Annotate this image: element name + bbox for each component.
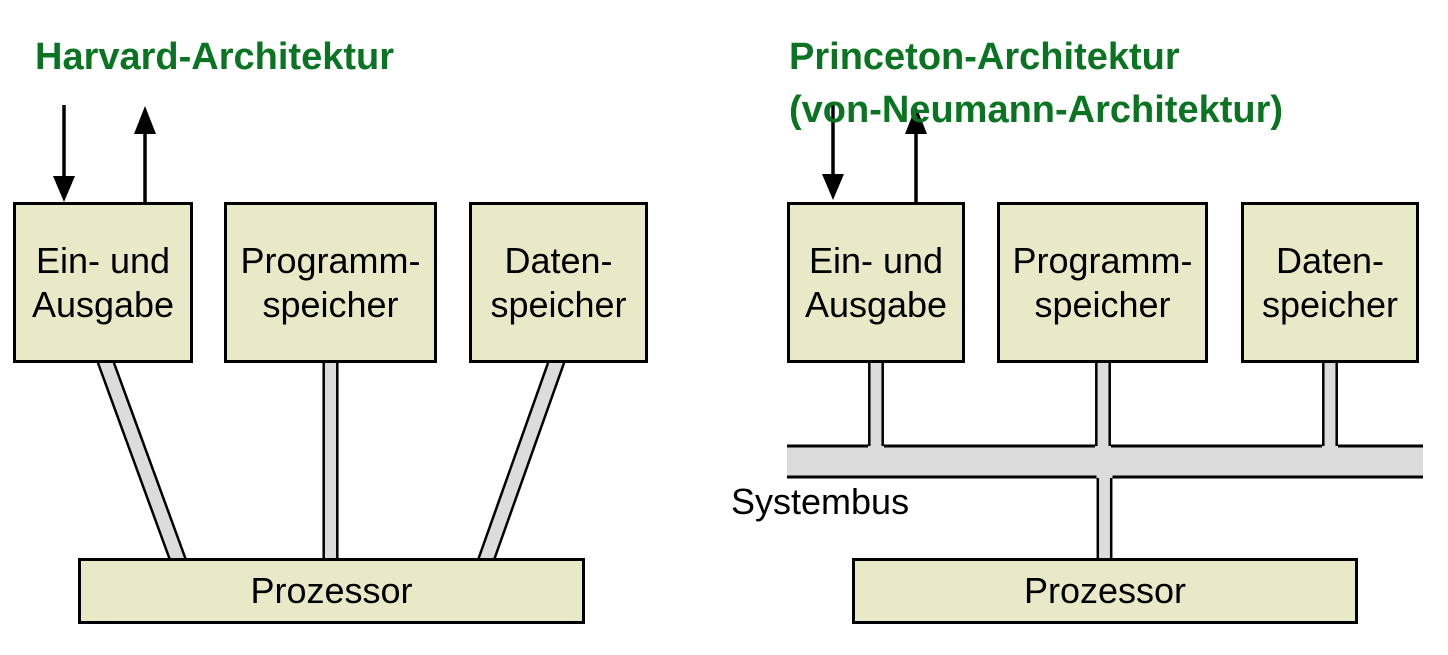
princeton-data-bus-connector (1322, 363, 1338, 452)
harvard-title: Harvard-Architektur (35, 36, 394, 79)
harvard-processor-box: Prozessor (78, 558, 585, 624)
princeton-io-box: Ein- und Ausgabe (787, 202, 965, 363)
harvard-data-processor-connector (476, 362, 566, 561)
princeton-processor-box: Prozessor (852, 558, 1358, 624)
harvard-io-processor-connector (96, 362, 188, 561)
harvard-program-memory-box: Programm- speicher (224, 202, 437, 363)
harvard-io-box: Ein- und Ausgabe (13, 202, 193, 363)
harvard-program-processor-connector (322, 363, 339, 560)
input-arrow-icon (53, 105, 75, 202)
harvard-data-memory-box: Daten- speicher (469, 202, 648, 363)
input-arrow-icon (822, 105, 844, 200)
princeton-io-bus-connector (868, 363, 884, 452)
princeton-title: Princeton-Architektur (von-Neumann-Archi… (789, 36, 1284, 132)
princeton-data-memory-box: Daten- speicher (1241, 202, 1419, 363)
output-arrow-icon (134, 106, 156, 202)
output-arrow-icon (905, 106, 927, 203)
princeton-bus-processor-connector (1096, 470, 1113, 560)
princeton-program-bus-connector (1095, 363, 1111, 452)
systembus-label: Systembus (731, 481, 910, 522)
princeton-program-memory-box: Programm- speicher (997, 202, 1208, 363)
